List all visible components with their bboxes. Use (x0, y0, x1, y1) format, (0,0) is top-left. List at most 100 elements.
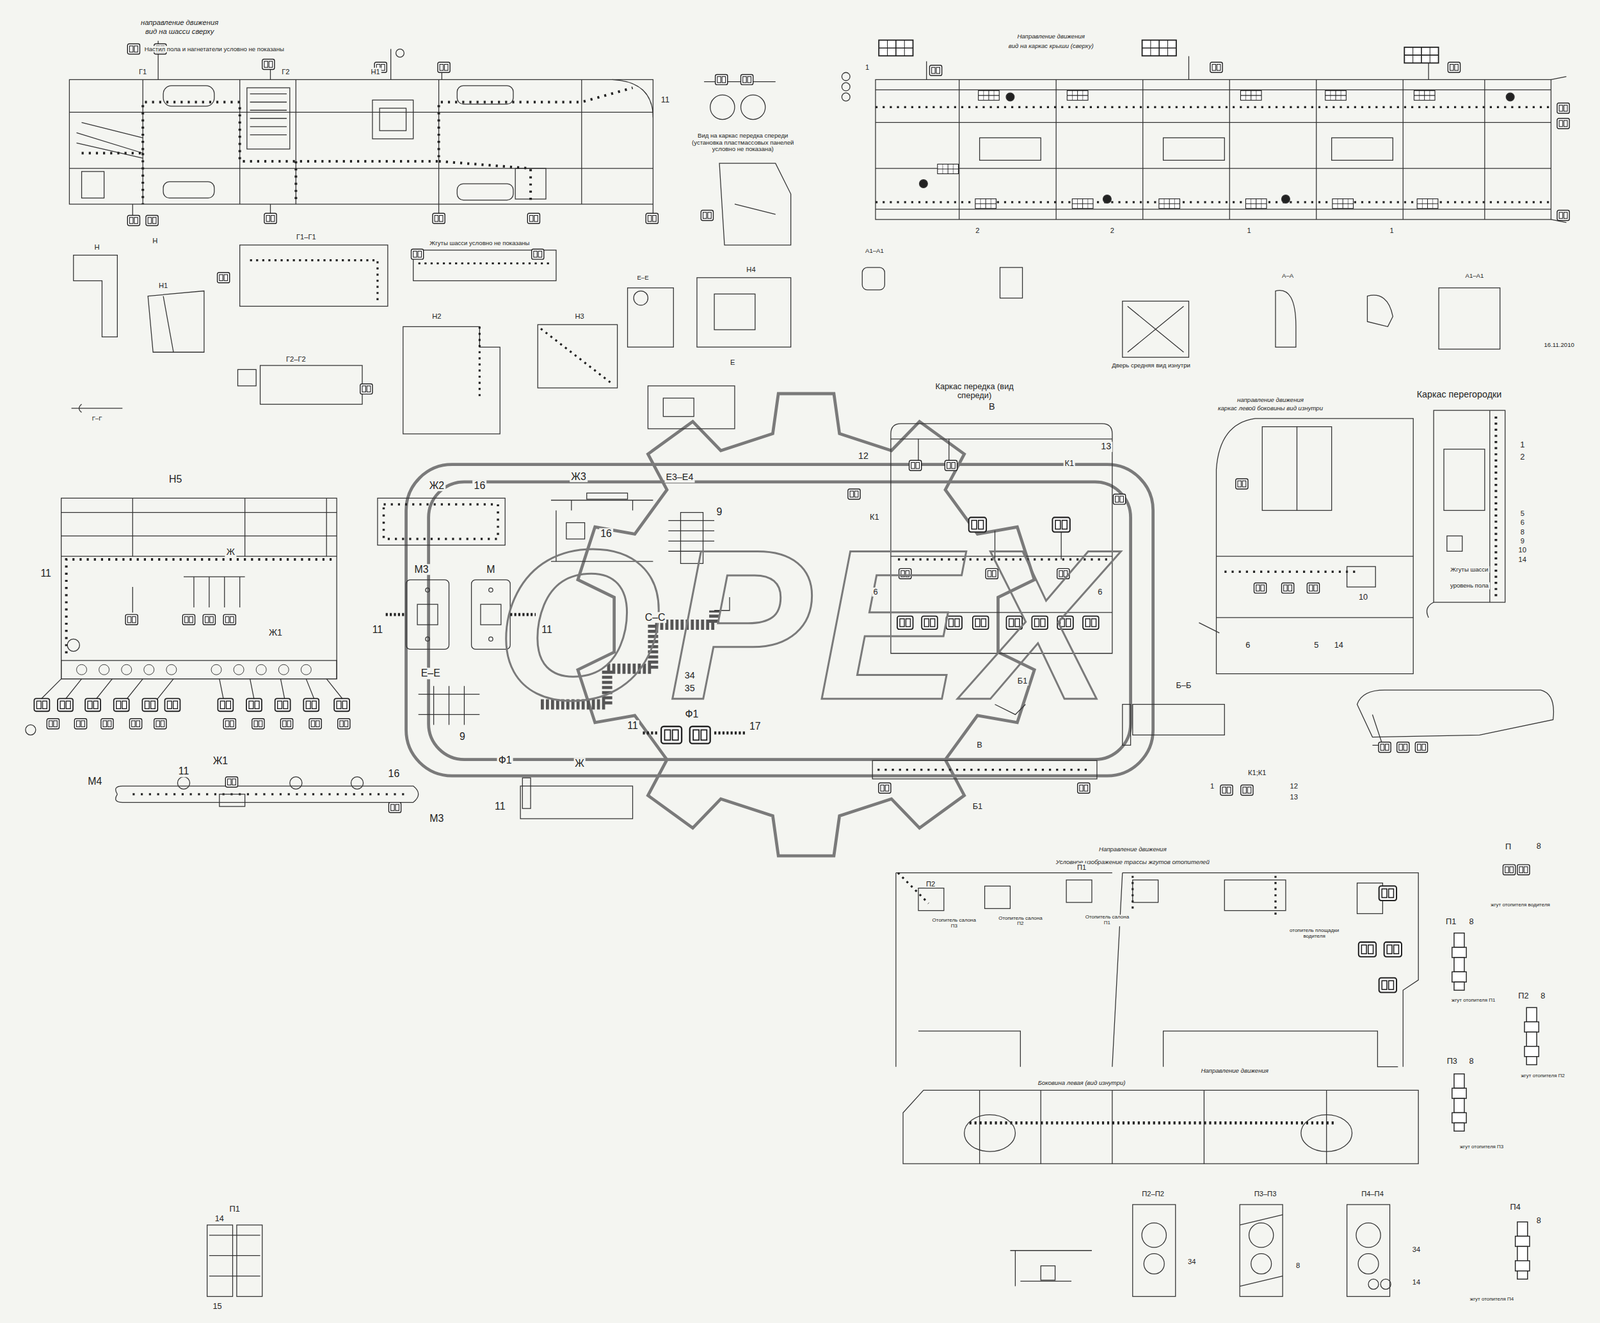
frame-view-h5 (25, 497, 347, 735)
partition-frame (1426, 410, 1505, 618)
note-text: 5 (1519, 509, 1526, 518)
callout-number: 5 (1312, 640, 1320, 650)
note-text: 8 (1519, 528, 1526, 536)
callout-number: 11 (177, 766, 191, 777)
note-text: 2 (974, 226, 981, 235)
callout-number: 35 (683, 683, 697, 694)
note-text: П1 (1075, 863, 1088, 872)
callout-number: 16 (472, 480, 488, 491)
callout-number: 8 (1535, 1216, 1543, 1225)
note-text: Настил пола и нагнетатели условно не пок… (143, 45, 286, 53)
note-text: 6 (1519, 518, 1526, 527)
callout-number: Ф1 (684, 708, 701, 720)
callout-number: Ж1 (211, 755, 230, 767)
callout-number: П1 (1444, 917, 1458, 927)
note-text: А1–А1 (1463, 272, 1485, 280)
note-text: 16.11.2010 (1543, 341, 1576, 349)
callout-number: 6 (1096, 587, 1104, 597)
note-text: 34 (1186, 1257, 1197, 1266)
callout-number: Ж (225, 547, 237, 558)
callout-number: 15 (211, 1301, 223, 1311)
callout-number: 11 (659, 95, 671, 105)
note-text: Н1 (369, 67, 382, 75)
callout-number: П3 (1445, 1056, 1459, 1066)
note-text: жгут отопителя П3 (1458, 1144, 1505, 1151)
callout-number: М4 (86, 776, 104, 788)
callout-number: 13 (1099, 441, 1113, 452)
note-text: Каркас перегородки (1415, 389, 1504, 400)
note-text: 10 (1517, 545, 1528, 554)
callout-number: 11 (540, 624, 554, 635)
note-text: 2 (1109, 226, 1116, 235)
note-text: Н4 (744, 265, 757, 274)
note-text: 14 (1517, 555, 1528, 564)
callout-number: Ж (573, 757, 586, 769)
callout-number: М (485, 563, 496, 575)
note-text: К1;К1 (1246, 768, 1268, 777)
note-text: 8 (1294, 1261, 1302, 1270)
callout-number: 14 (213, 1214, 226, 1224)
view-heading: вид на шасси сверху (144, 27, 216, 36)
note-text: Отопитель салона П2 (996, 915, 1046, 928)
note-text: 1 (1388, 226, 1396, 235)
view-heading: направление движения (1235, 396, 1305, 404)
callout-number: П2 (1516, 991, 1530, 1001)
note-text: 1 (1208, 782, 1216, 790)
callout-number: 8 (1468, 1056, 1476, 1066)
callout-number: 17 (748, 720, 763, 732)
callout-number: 9 (715, 506, 724, 518)
callout-number: 6 (1244, 640, 1252, 650)
callout-number: 16 (599, 528, 614, 539)
left-side-wall (903, 1089, 1419, 1164)
callout-number: К1 (868, 512, 881, 522)
callout-number: 11 (625, 720, 640, 731)
callout-number: 2 (1518, 452, 1526, 462)
note-text: Н2 (430, 312, 443, 320)
callout-number: М3 (412, 563, 430, 575)
note-text: Г1–Г1 (295, 232, 318, 241)
callout-number: 10 (1357, 592, 1369, 602)
callout-number: Ж3 (569, 471, 588, 482)
note-text: уровень пола (1448, 582, 1490, 590)
chassis-view (69, 40, 653, 217)
callout-number: М3 (428, 812, 445, 824)
note-text: 34 (1411, 1244, 1422, 1253)
note-text: Е (728, 358, 736, 367)
callout-number: Е3–Е4 (664, 472, 695, 483)
callout-number: Ж1 (267, 627, 284, 639)
note-text: 12 (1288, 782, 1299, 790)
note-text: Н (92, 243, 101, 251)
callout-number: П1 (228, 1204, 242, 1214)
callout-number: 34 (683, 670, 697, 681)
note-text: Н1 (157, 281, 169, 290)
watermark-logo (406, 393, 1154, 856)
note-text: жгут отопителя П2 (1519, 1072, 1566, 1079)
note-text: А–А (1280, 272, 1295, 280)
note-text: Е–Е (635, 273, 650, 281)
callout-number: С–С (643, 611, 667, 623)
section-details (207, 1204, 1391, 1297)
note-text: отопитель площадки водителя (1282, 928, 1347, 940)
note-text: П3–П3 (1253, 1189, 1279, 1198)
callout-number: П (1504, 842, 1513, 852)
note-text: Г–Г (90, 414, 104, 422)
callout-number: Б–Б (1175, 680, 1193, 690)
note-text: Н (151, 236, 159, 245)
note-text: 9 (1519, 536, 1526, 545)
section-views (71, 74, 1501, 434)
callout-number: 11 (371, 624, 385, 635)
note-text: жгут отопителя П1 (1450, 997, 1497, 1003)
callout-number: 11 (39, 567, 53, 579)
view-heading: Направление движения (1199, 1066, 1270, 1074)
dashboard (1357, 689, 1554, 745)
note-text: П4–П4 (1360, 1189, 1385, 1198)
callout-number: Ж2 (428, 480, 447, 491)
view-heading: каркас левой боковины вид изнутри (1216, 405, 1325, 413)
callout-number: В (975, 740, 984, 750)
note-text: Вид на каркас передка спереди (установка… (682, 132, 803, 153)
callout-number: Ф1 (497, 754, 514, 766)
note-text: Г2–Г2 (284, 355, 308, 363)
note-text: Отопитель салона П3 (929, 917, 979, 930)
note-text: Г2 (280, 67, 291, 75)
